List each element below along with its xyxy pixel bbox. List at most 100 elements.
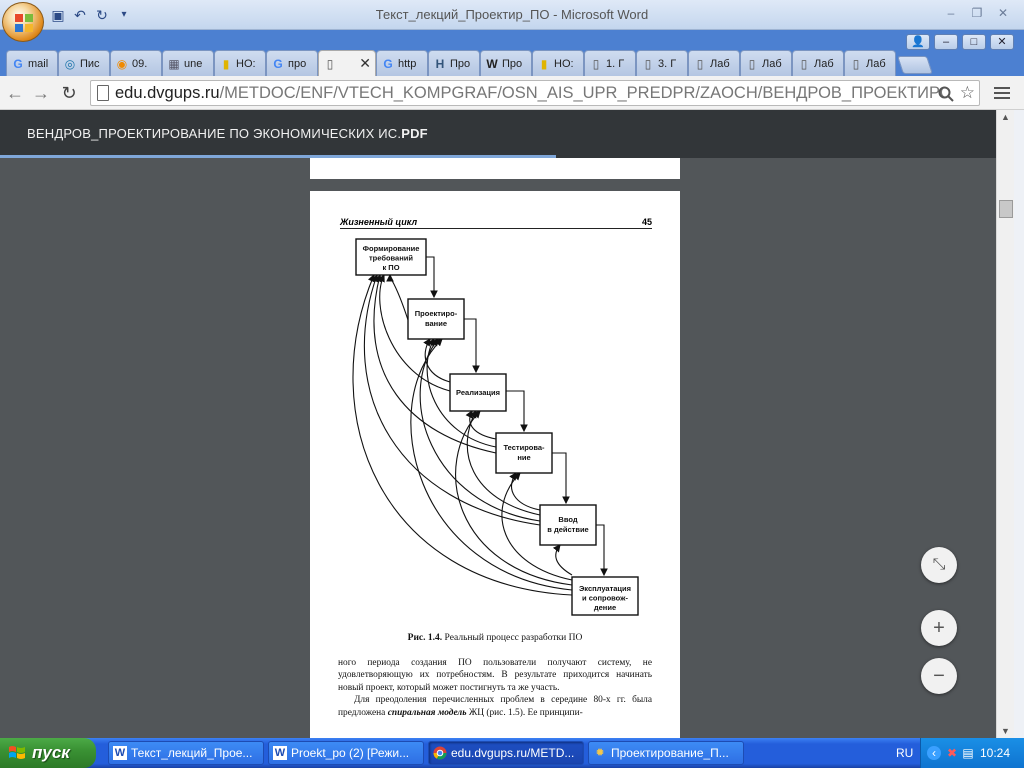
stage-design-line2: вание <box>425 319 447 328</box>
pdf-header: ВЕНДРОВ_ПРОЕКТИРОВАНИЕ ПО ЭКОНОМИЧЕСКИХ … <box>0 110 996 158</box>
browser-tab[interactable]: ▯✕ <box>318 50 376 76</box>
pdf-title: ВЕНДРОВ_ПРОЕКТИРОВАНИЕ ПО ЭКОНОМИЧЕСКИХ … <box>27 126 428 141</box>
network-icon[interactable]: ✖ <box>946 746 958 760</box>
user-icon[interactable]: 👤 <box>906 34 930 50</box>
tab-label: НО: <box>554 57 574 70</box>
zoom-in-button[interactable]: + <box>921 610 957 646</box>
taskbar-item-folder[interactable]: ✹Проектирование_П... <box>588 741 744 765</box>
zoom-out-button[interactable]: − <box>921 658 957 694</box>
browser-tab[interactable]: ▯Лаб <box>688 50 740 76</box>
stage-requirements-line2: требований <box>369 254 413 263</box>
minimize-icon[interactable]: ‒ <box>947 6 955 20</box>
browser-tab[interactable]: ▯1. Г <box>584 50 636 76</box>
stage-deployment-line1: Ввод <box>558 515 577 524</box>
word-window-controls: ‒ ❐ ✕ <box>940 4 1014 22</box>
page-icon: ▯ <box>592 56 600 71</box>
browser-tab[interactable]: ▮НО: <box>214 50 266 76</box>
browser-tab[interactable]: ◎ Пис <box>58 50 110 76</box>
word-title-bar: ▣ ↶ ↻ ▾ Текст_лекций_Проектир_ПО - Micro… <box>0 0 1024 30</box>
close-icon[interactable]: ✕ <box>997 6 1009 20</box>
reload-icon[interactable]: ↻ <box>61 83 77 103</box>
star-icon[interactable]: ☆ <box>959 83 975 102</box>
browser-tab[interactable]: ▯Лаб <box>740 50 792 76</box>
h-icon: H <box>435 56 445 71</box>
close-tab-icon[interactable]: ✕ <box>359 55 371 71</box>
mail-icon: ◎ <box>64 56 76 71</box>
menu-icon[interactable] <box>994 84 1010 100</box>
tab-label: Пис <box>80 57 100 70</box>
word-icon: W <box>113 746 127 760</box>
stage-maintenance-line2: и сопровож- <box>582 594 628 603</box>
tray-arrow-icon[interactable]: ‹ <box>927 746 941 760</box>
running-head: Жизненный цикл 45 <box>340 217 652 229</box>
browser-tab[interactable]: ▮ НО: <box>532 50 584 76</box>
stage-deployment-line2: в действие <box>547 525 588 534</box>
stage-box-testing <box>495 432 553 474</box>
running-head-title: Жизненный цикл <box>340 217 418 227</box>
redo-icon[interactable]: ↻ <box>96 7 108 23</box>
browser-tab[interactable]: ▯Лаб <box>844 50 896 76</box>
stage-requirements-line3: к ПО <box>382 263 399 272</box>
page-icon: ▯ <box>696 56 704 71</box>
browser-tab[interactable]: ▯3. Г <box>636 50 688 76</box>
google-icon: G <box>383 56 393 71</box>
url-text[interactable]: edu.dvgups.ru/METDOC/ENF/VTECH_KOMPGRAF/… <box>115 84 945 103</box>
maximize-icon[interactable]: □ <box>962 34 986 50</box>
save-icon[interactable]: ▣ <box>51 7 65 23</box>
forward-icon[interactable]: → <box>32 83 50 103</box>
fit-page-button[interactable]: ⤡ <box>921 547 957 583</box>
close-icon[interactable]: ✕ <box>990 34 1014 50</box>
svg-text:Проектиро-вание: Проектиро-вание <box>415 309 458 328</box>
restore-icon[interactable]: ❐ <box>971 6 983 20</box>
undo-icon[interactable]: ↶ <box>74 7 86 23</box>
vertical-scrollbar[interactable]: ▲ ▼ <box>996 110 1014 738</box>
browser-tab[interactable]: ▦une <box>162 50 214 76</box>
customize-icon[interactable]: ▾ <box>121 9 127 20</box>
office-button[interactable] <box>2 2 44 42</box>
yellow-icon: ▮ <box>540 56 548 71</box>
scroll-thumb[interactable] <box>999 200 1013 218</box>
page-icon: ▯ <box>800 56 808 71</box>
search-icon[interactable] <box>938 86 954 102</box>
pdf-viewer[interactable]: ВЕНДРОВ_ПРОЕКТИРОВАНИЕ ПО ЭКОНОМИЧЕСКИХ … <box>0 110 996 738</box>
office-logo-icon <box>15 14 33 32</box>
tab-label: une <box>184 57 203 70</box>
previous-page <box>310 158 680 179</box>
language-indicator[interactable]: RU <box>896 746 914 760</box>
new-tab-button[interactable] <box>897 56 933 74</box>
browser-tab[interactable]: ▯Лаб <box>792 50 844 76</box>
tab-label: 09. <box>132 57 148 70</box>
back-icon[interactable]: ← <box>6 83 24 103</box>
taskbar-item-word-lectures[interactable]: W Текст_лекций_Прое... <box>108 741 264 765</box>
page-number: 45 <box>641 217 652 227</box>
page-icon: ▯ <box>852 56 860 71</box>
address-bar[interactable]: edu.dvgups.ru/METDOC/ENF/VTECH_KOMPGRAF/… <box>90 80 980 106</box>
url-path: /METDOC/ENF/VTECH_KOMPGRAF/OSN_AIS_UPR_P… <box>219 84 945 102</box>
page-icon: ▯ <box>748 56 756 71</box>
browser-tab[interactable]: ◉09. <box>110 50 162 76</box>
minimize-icon[interactable]: ‒ <box>934 34 958 50</box>
page-icon: ▯ <box>326 56 334 71</box>
scroll-down-icon[interactable]: ▼ <box>1001 726 1010 736</box>
tab-label: про <box>288 57 307 70</box>
paragraph-2: Для преодоления перечисленных проблем в … <box>338 694 652 719</box>
taskbar-item-label: Текст_лекций_Прое... <box>131 746 253 760</box>
wikipedia-icon: W <box>486 56 498 71</box>
volume-icon[interactable]: ▤ <box>962 746 974 760</box>
browser-toolbar: ← → ↻ edu.dvgups.ru/METDOC/ENF/VTECH_KOM… <box>0 76 1024 110</box>
start-button[interactable]: пуск <box>0 738 96 768</box>
scroll-up-icon[interactable]: ▲ <box>1001 112 1010 122</box>
system-tray: ‹ ✖ ▤ 10:24 <box>920 738 1024 768</box>
taskbar-item-chrome[interactable]: edu.dvgups.ru/METD... <box>428 741 584 765</box>
